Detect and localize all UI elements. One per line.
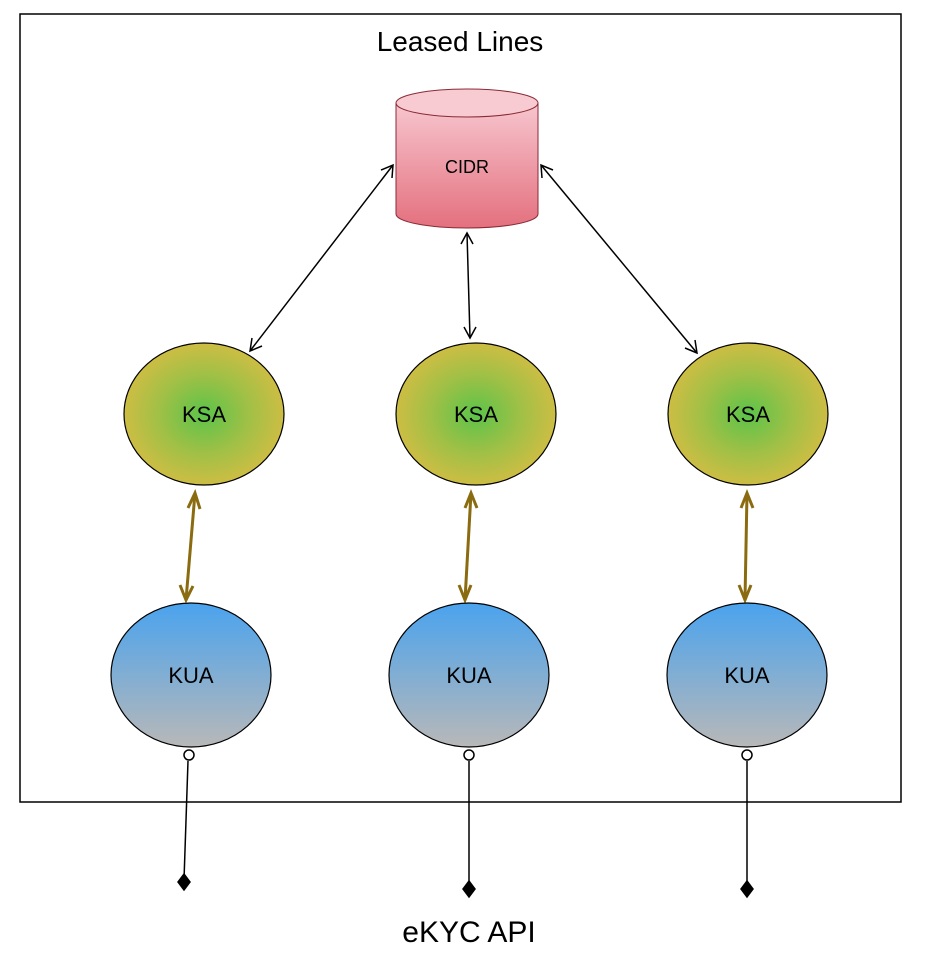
cidr-ksa-link-3: [540, 164, 698, 354]
ksa-node-2-shape: [395, 342, 557, 486]
ksa-kua-link-1-arrow-bottom: [178, 584, 195, 604]
api-endpoint-1[interactable]: [177, 872, 191, 892]
ksa-label-3: KSA: [726, 402, 770, 427]
ksa-kua-link-1-arrow-top: [186, 488, 202, 510]
ksa-label-1: KSA: [182, 402, 226, 427]
ksa-kua-links: [178, 488, 755, 605]
ksa-node-2[interactable]: [395, 342, 557, 486]
api-port-1: [183, 749, 195, 761]
cidr-ksa-link-2: [466, 232, 471, 339]
api-endpoint-2[interactable]: [462, 879, 476, 899]
kua-label-3: KUA: [724, 663, 770, 688]
kua-node-3-shape: [666, 602, 828, 748]
cidr-ksa-link-3-arrow-top: [540, 163, 554, 179]
cidr-ksa-link-1-arrow-bottom: [249, 337, 263, 353]
kua-node-2[interactable]: [388, 602, 550, 748]
cidr-ksa-link-1: [249, 164, 394, 352]
ekyc-api-label: eKYC API: [402, 916, 536, 949]
api-endpoint-3[interactable]: [740, 879, 754, 899]
kua-node-1[interactable]: [110, 602, 272, 748]
ksa-label-2: KSA: [454, 402, 498, 427]
api-port-2: [463, 749, 475, 761]
cidr-ksa-link-2-arrow-bottom: [463, 326, 477, 340]
ksa-kua-link-3-arrow-top: [739, 488, 755, 509]
cidr-cylinder-body: [395, 102, 539, 229]
leased-lines-title: Leased Lines: [376, 26, 544, 57]
cidr-ksa-link-2-arrow-top: [460, 231, 474, 245]
kua-node-1-shape: [110, 602, 272, 748]
ksa-kua-link-3: [743, 492, 749, 601]
kua-label-2: KUA: [446, 663, 492, 688]
kua-node-2-shape: [388, 602, 550, 748]
cidr-ksa-links: [249, 163, 698, 355]
ksa-kua-link-2-arrow-top: [463, 488, 479, 509]
api-port-3: [741, 749, 753, 761]
ksa-node-1[interactable]: [123, 342, 285, 486]
ksa-kua-link-2-arrow-bottom: [457, 584, 473, 605]
cidr-ksa-link-1-arrow-top: [380, 163, 394, 179]
ksa-node-1-shape: [123, 342, 285, 486]
leased-lines-boundary: [19, 13, 902, 803]
ksa-node-3-shape: [667, 342, 829, 486]
ksa-kua-link-1: [184, 492, 197, 601]
ksa-kua-link-2: [463, 492, 473, 601]
cidr-label: CIDR: [445, 157, 489, 177]
kua-label-1: KUA: [168, 663, 214, 688]
cidr-database[interactable]: [395, 88, 539, 229]
kua-node-3[interactable]: [666, 602, 828, 748]
api-line-1: [183, 760, 189, 881]
ksa-kua-link-3-arrow-bottom: [737, 584, 753, 605]
ksa-node-3[interactable]: [667, 342, 829, 486]
cidr-cylinder-top: [395, 88, 539, 118]
api-interfaces: [177, 749, 754, 899]
cidr-ksa-link-3-arrow-bottom: [684, 339, 698, 355]
